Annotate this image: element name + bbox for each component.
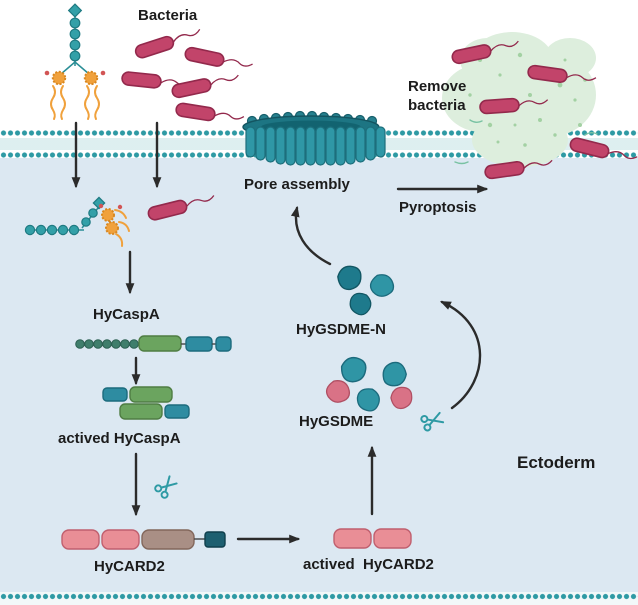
gsdme-n-fragment bbox=[348, 291, 373, 317]
label-actived-hycard2: actived HyCARD2 bbox=[303, 556, 434, 573]
lps-glycan-icon-cytosol bbox=[24, 196, 130, 247]
gsdme-n-fragment bbox=[366, 269, 399, 302]
bacteria-cluster bbox=[120, 25, 255, 127]
label-pore-assembly: Pore assembly bbox=[244, 176, 350, 193]
label-actived-hycaspa: actived HyCaspA bbox=[58, 430, 181, 447]
gsdme-fragment bbox=[338, 354, 370, 385]
label-hygsdme-n: HyGSDME-N bbox=[296, 321, 387, 338]
label-pyroptosis: Pyroptosis bbox=[399, 199, 477, 216]
gsdme-fragment bbox=[386, 382, 417, 413]
actived-hycaspa-assembly bbox=[102, 386, 190, 420]
intracellular-complex bbox=[24, 191, 217, 247]
hygsdme-complex bbox=[322, 354, 417, 414]
label-hygsdme: HyGSDME bbox=[299, 413, 374, 430]
pathway-arrows bbox=[71, 121, 489, 544]
arrow-n-fragment-to-pore bbox=[290, 205, 332, 266]
actived-hycard2-domains bbox=[333, 528, 412, 549]
label-ectoderm: Ectoderm bbox=[517, 453, 596, 472]
bottom-membrane bbox=[0, 592, 638, 605]
lps-glycan-icon-extracellular bbox=[44, 3, 106, 120]
membrane-pore-icon bbox=[242, 110, 386, 166]
gsdme-fragment bbox=[377, 358, 411, 391]
bacterium-icon bbox=[170, 70, 242, 100]
hygsdme-n-fragments bbox=[333, 261, 399, 317]
bacterium-icon bbox=[174, 101, 246, 127]
lysis-burst-icon bbox=[442, 32, 598, 167]
label-hycaspa: HyCaspA bbox=[93, 306, 160, 323]
bacterium-icon bbox=[183, 45, 255, 75]
label-bacteria: Bacteria bbox=[138, 7, 198, 24]
hycard2-domain-map bbox=[61, 529, 226, 550]
bacterium-icon bbox=[568, 136, 638, 167]
scissors-icon bbox=[154, 475, 178, 499]
gsdme-fragment bbox=[355, 386, 382, 414]
arrow-hygsdme-to-n-fragment bbox=[440, 300, 482, 410]
bacterium-icon bbox=[146, 191, 217, 222]
label-remove-bacteria: Remove bacteria bbox=[408, 78, 471, 114]
scissors-icon bbox=[420, 411, 445, 432]
hycaspa-domain-map bbox=[75, 335, 232, 352]
label-hycard2: HyCARD2 bbox=[94, 558, 165, 575]
gsdme-n-fragment bbox=[333, 261, 366, 294]
